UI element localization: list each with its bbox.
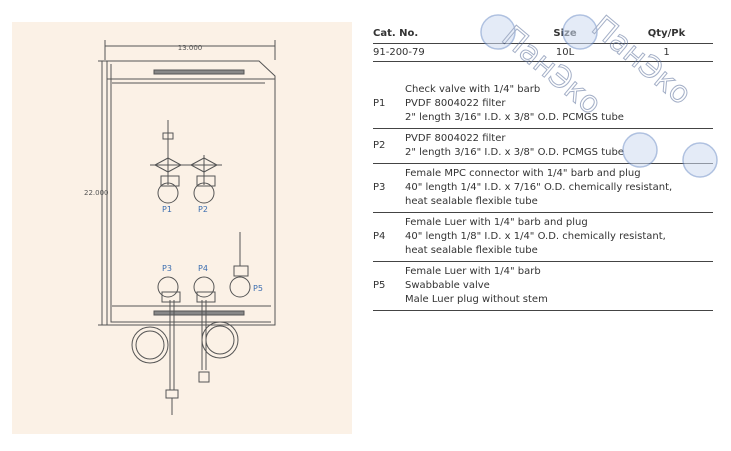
size: 10L (555, 47, 575, 58)
port-id: P2 (373, 140, 386, 151)
height-dimension: 22.000 (84, 189, 109, 197)
port-desc: Check valve with 1/4" barb (405, 84, 541, 95)
port-row: P2 PVDF 8004022 filter 2" length 3/16" I.… (373, 129, 713, 164)
port-id: P4 (373, 231, 386, 242)
port-label-p3: P3 (162, 264, 172, 273)
bag-diagram: 13.000 22.000 P1 P2 P3 P4 (12, 22, 352, 434)
product-table: Cat. No. Size Qty/Pk 91-200-79 10L 1 P1 … (373, 28, 713, 311)
port-id: P5 (373, 280, 386, 291)
header-qty: Qty/Pk (647, 28, 686, 39)
port-row: P3 Female MPC connector with 1/4" barb a… (373, 164, 713, 213)
port-row: P4 Female Luer with 1/4" barb and plug 40… (373, 213, 713, 262)
header-size: Size (553, 28, 577, 39)
port-desc: heat sealable flexible tube (405, 245, 538, 256)
table-header: Cat. No. Size Qty/Pk (373, 28, 713, 44)
port-desc: Female Luer with 1/4" barb (405, 266, 541, 277)
port-desc: 40" length 1/4" I.D. x 7/16" O.D. chemic… (405, 182, 673, 193)
table-row: 91-200-79 10L 1 (373, 44, 713, 62)
port-desc: Female Luer with 1/4" barb and plug (405, 217, 588, 228)
port-id: P3 (373, 182, 386, 193)
port-label-p2: P2 (198, 205, 208, 214)
width-dimension: 13.000 (178, 44, 203, 52)
port-label-p1: P1 (162, 205, 172, 214)
port-desc: PVDF 8004022 filter (405, 98, 506, 109)
port-desc: 40" length 1/8" I.D. x 1/4" O.D. chemica… (405, 231, 666, 242)
port-id: P1 (373, 98, 386, 109)
cat-no: 91-200-79 (373, 47, 425, 58)
port-desc: 2" length 3/16" I.D. x 3/8" O.D. PCMGS t… (405, 147, 624, 158)
header-cat-no: Cat. No. (373, 28, 419, 39)
port-desc: Swabbable valve (405, 280, 490, 291)
qty: 1 (663, 47, 670, 58)
port-label-p4: P4 (198, 264, 208, 273)
port-desc: heat sealable flexible tube (405, 196, 538, 207)
port-label-p5: P5 (253, 284, 263, 293)
port-desc: Male Luer plug without stem (405, 294, 548, 305)
port-desc: 2" length 3/16" I.D. x 3/8" O.D. PCMGS t… (405, 112, 624, 123)
bag-drawing: 13.000 22.000 P1 P2 P3 P4 (84, 40, 276, 415)
port-desc: PVDF 8004022 filter (405, 133, 506, 144)
port-desc: Female MPC connector with 1/4" barb and … (405, 168, 641, 179)
